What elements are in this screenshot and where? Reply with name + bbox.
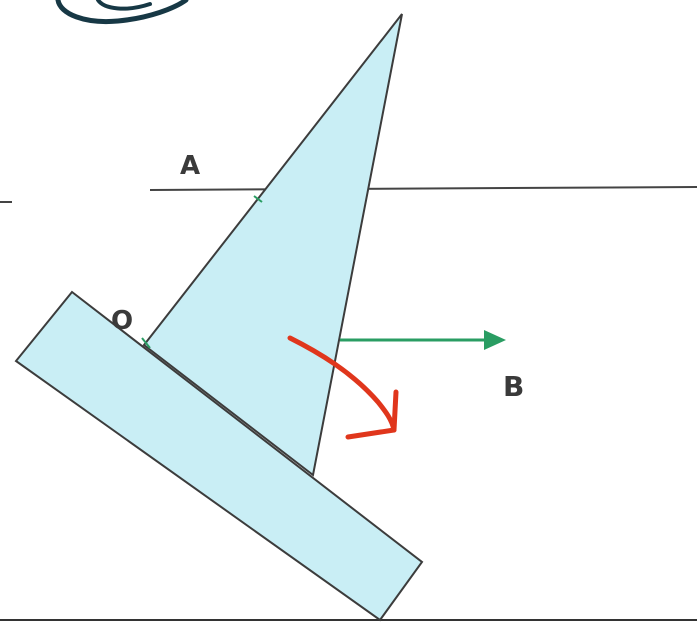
clockwise-rotation-icon bbox=[287, 335, 397, 440]
triangle-lever bbox=[142, 13, 403, 477]
label-point-b: B bbox=[503, 370, 524, 403]
scribble-mark-inner bbox=[96, 0, 152, 11]
rotation-arrow-head bbox=[391, 389, 399, 433]
label-point-o: O bbox=[111, 306, 133, 336]
base-plank bbox=[14, 290, 424, 622]
arrow-right-icon bbox=[484, 330, 506, 350]
horizontal-line bbox=[149, 186, 697, 191]
tick-mark-o bbox=[141, 337, 151, 349]
label-point-a: A bbox=[180, 151, 200, 181]
tick-mark-a bbox=[253, 195, 263, 203]
scribble-mark bbox=[55, 0, 189, 25]
